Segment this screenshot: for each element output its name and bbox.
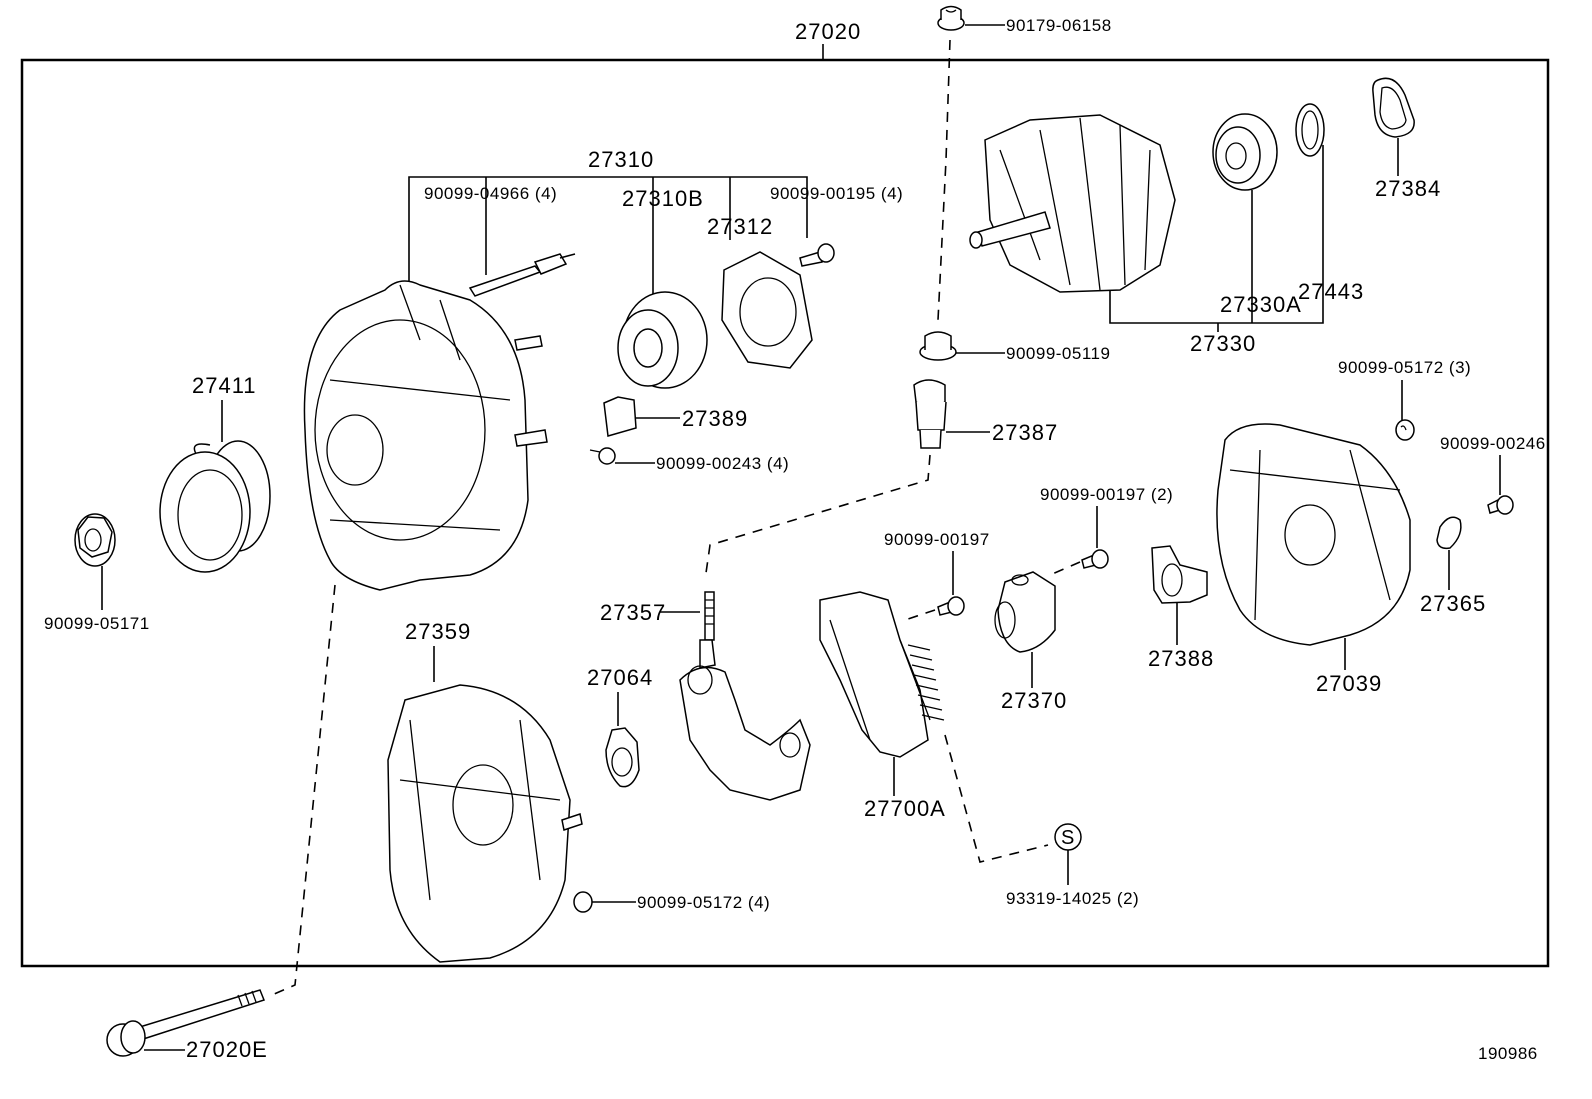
callout-27330A[interactable]: 27330A (1220, 292, 1302, 317)
callout-90099-00197[interactable]: 90099-00197 (884, 530, 990, 549)
callout-27387[interactable]: 27387 (992, 420, 1058, 445)
callout-27310B[interactable]: 27310B (622, 186, 704, 211)
drive-end-frame-icon (303, 280, 548, 591)
callout-27389[interactable]: 27389 (682, 406, 748, 431)
rear-end-cover-icon (1216, 423, 1411, 646)
callout-27310[interactable]: 27310 (588, 147, 654, 172)
through-bolt-icon (106, 989, 265, 1057)
callout-27365[interactable]: 27365 (1420, 591, 1486, 616)
insulator-27388-icon (1151, 545, 1208, 604)
bearing-27330A-icon (1212, 113, 1278, 191)
figure-id: 190986 (1478, 1044, 1538, 1063)
hex-nut-icon (74, 513, 116, 567)
assembly-frame (20, 58, 1550, 968)
screw-00243-icon (589, 447, 616, 465)
retainer-plate-icon (721, 251, 813, 369)
callout-90099-05172-3[interactable]: 90099-05172 (3) (1338, 358, 1471, 377)
callout-90099-00243[interactable]: 90099-00243 (4) (656, 454, 789, 473)
rectifier-icon (679, 591, 811, 801)
screw-00195-icon (799, 243, 835, 267)
plate-27365-icon (1436, 516, 1462, 550)
callout-27020E[interactable]: 27020E (186, 1037, 268, 1062)
bearing-27310B-icon (617, 291, 708, 389)
nut-05172-icon (1395, 419, 1415, 441)
nut-05119-icon (919, 331, 957, 361)
callout-27388[interactable]: 27388 (1148, 646, 1214, 671)
callout-27330[interactable]: 27330 (1190, 331, 1256, 356)
rotor-icon (969, 114, 1176, 293)
callout-27064[interactable]: 27064 (587, 665, 653, 690)
callout-27384[interactable]: 27384 (1375, 176, 1441, 201)
dash-90179-to-05119 (937, 39, 951, 321)
stud-bolt-icon (468, 253, 576, 297)
screw-00197-icon (937, 596, 965, 616)
callout-27370[interactable]: 27370 (1001, 688, 1067, 713)
dash-regulator-to-s (944, 734, 1049, 863)
callout-27700A[interactable]: 27700A (864, 796, 946, 821)
bracket-27330 (1109, 145, 1324, 324)
callout-90099-05171[interactable]: 90099-05171 (44, 614, 150, 633)
callout-27359[interactable]: 27359 (405, 619, 471, 644)
callout-27039[interactable]: 27039 (1316, 671, 1382, 696)
screw-00197-2-icon (1081, 549, 1109, 569)
callout-90179-06158[interactable]: 90179-06158 (1006, 16, 1112, 35)
brush-holder-cover-icon (994, 571, 1056, 653)
callout-90099-00246[interactable]: 90099-00246 (1440, 434, 1546, 453)
terminal-bushing-icon (913, 379, 947, 449)
callout-27443[interactable]: 27443 (1298, 279, 1364, 304)
callout-90099-00197-2[interactable]: 90099-00197 (2) (1040, 485, 1173, 504)
callout-90099-00195[interactable]: 90099-00195 (4) (770, 184, 903, 203)
callout-90099-04966[interactable]: 90099-04966 (4) (424, 184, 557, 203)
bracket-27310 (408, 176, 808, 290)
insulator-27389-icon (603, 396, 637, 437)
callout-90099-05119[interactable]: 90099-05119 (1006, 344, 1110, 363)
nut-05172-4-icon (573, 891, 593, 913)
callout-27020[interactable]: 27020 (795, 19, 861, 44)
nut-90179-06158-icon (937, 5, 965, 31)
callout-90099-05172-4[interactable]: 90099-05172 (4) (637, 893, 770, 912)
s-symbol: S (1061, 827, 1075, 849)
rectifier-end-frame-icon (387, 684, 583, 963)
regulator-icon (819, 591, 945, 758)
insulator-27064-icon (605, 727, 640, 788)
ring-27443-icon (1295, 103, 1325, 157)
callout-27357[interactable]: 27357 (600, 600, 666, 625)
callout-93319-14025[interactable]: 93319-14025 (2) (1006, 889, 1139, 908)
callout-27411[interactable]: 27411 (192, 373, 257, 398)
dash-frame-to-bolt (271, 584, 336, 996)
dash-27387-to-27357 (704, 454, 931, 581)
pulley-icon (159, 440, 271, 573)
cover-27384-icon (1372, 77, 1415, 138)
callout-27312[interactable]: 27312 (707, 214, 773, 239)
screw-00246-icon (1487, 495, 1514, 515)
